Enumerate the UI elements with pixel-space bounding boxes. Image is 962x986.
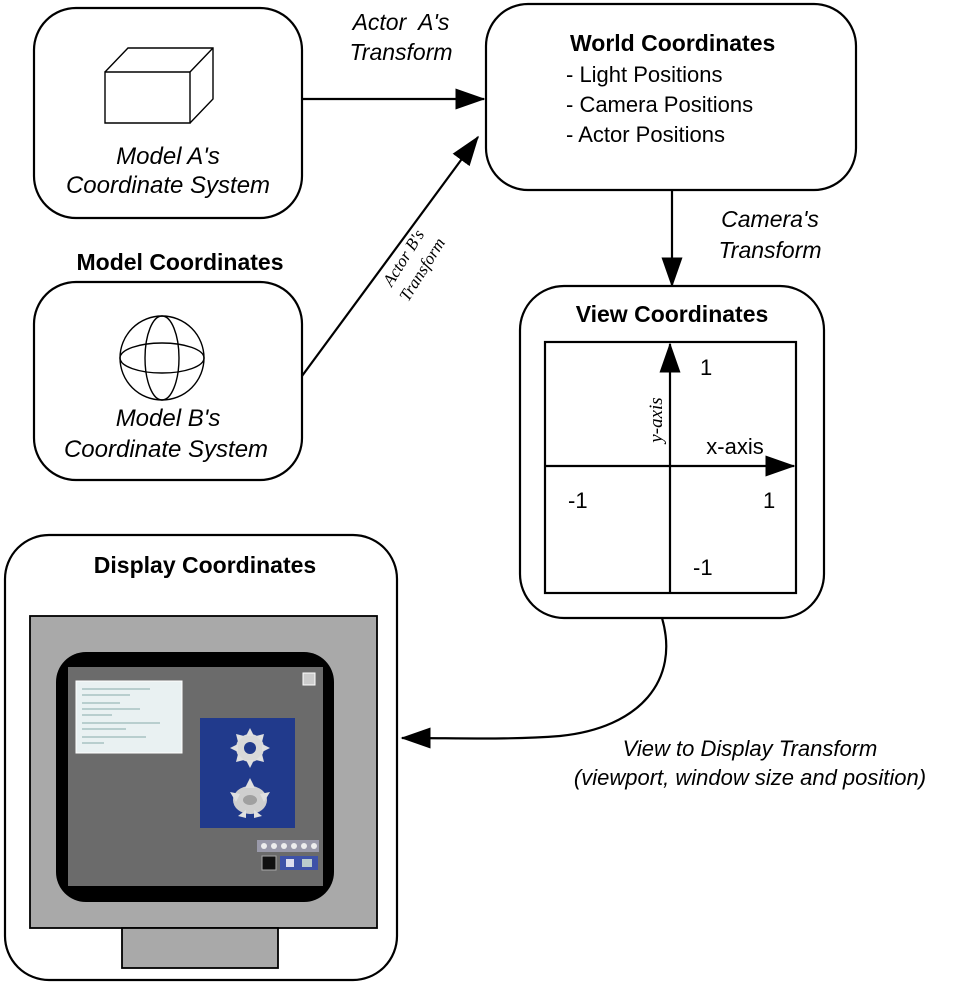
model-a-box: Model A's Coordinate System [32, 6, 304, 220]
y-bottom-tick: -1 [693, 555, 713, 580]
world-coordinates-box: World Coordinates - Light Positions - Ca… [484, 2, 858, 192]
x-right-tick: 1 [763, 488, 775, 513]
x-axis-label: x-axis [706, 434, 763, 459]
view-to-display-line2: (viewport, window size and position) [574, 765, 926, 790]
view-to-display-arrow [400, 617, 668, 749]
view-to-display-line1: View to Display Transform [623, 736, 878, 761]
model-a-label-line1: Model A's [116, 143, 220, 170]
cube-icon [104, 47, 214, 124]
model-b-label-line2: Coordinate System [64, 436, 268, 463]
actor-a-transform-line2: Transform [349, 39, 452, 65]
window-corner-icon [302, 672, 316, 686]
actor-b-transform-arrow [301, 135, 479, 377]
y-axis-label: y-axis [646, 397, 667, 444]
view-coordinates-title: View Coordinates [576, 301, 769, 327]
camera-transform-line2: Transform [718, 237, 821, 263]
model-b-box: Model B's Coordinate System [32, 280, 304, 482]
camera-transform-line1: Camera's [721, 206, 819, 232]
view-coordinates-box: View Coordinates y-axis x-axis 1 -1 1 -1 [518, 284, 826, 620]
actor-a-transform-line1: Actor A's [351, 9, 450, 35]
world-item-light: - Light Positions [566, 62, 723, 87]
world-item-camera: - Camera Positions [566, 92, 753, 117]
display-coordinates-box: Display Coordinates [3, 533, 399, 982]
model-b-label-line1: Model B's [116, 405, 221, 432]
world-item-actor: - Actor Positions [566, 122, 725, 147]
text-window [75, 680, 183, 754]
actor-gear-bottom-icon [230, 778, 270, 818]
text-window-lines [82, 688, 160, 744]
x-left-tick: -1 [568, 488, 588, 513]
monitor-stand [121, 927, 279, 969]
actor-gear-top-icon [230, 728, 270, 768]
model-coordinates-title: Model Coordinates [76, 249, 283, 275]
y-top-tick: 1 [700, 355, 712, 380]
screen-toolbar [257, 840, 319, 871]
display-coordinates-title: Display Coordinates [94, 552, 316, 578]
world-coordinates-title: World Coordinates [570, 30, 775, 56]
model-a-label-line2: Coordinate System [66, 172, 270, 199]
actor-b-transform-label: Actor B's Transform [378, 226, 449, 305]
monitor-illustration [29, 615, 378, 969]
sphere-icon [119, 315, 205, 401]
